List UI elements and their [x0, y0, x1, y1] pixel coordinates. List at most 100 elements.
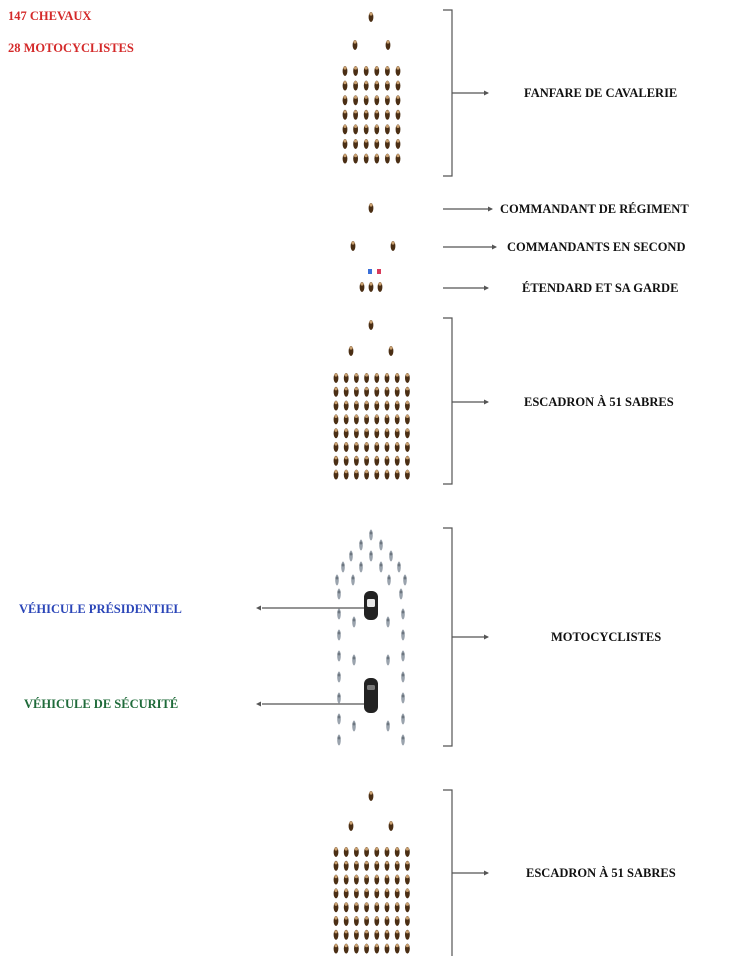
rider: [354, 400, 359, 411]
rider: [343, 874, 349, 885]
rider: [353, 153, 358, 164]
rider: [343, 442, 349, 452]
rider: [333, 442, 339, 452]
rider: [384, 428, 390, 439]
rider: [374, 373, 380, 383]
rider: [354, 943, 359, 954]
rider: [374, 860, 380, 871]
rider: [333, 414, 339, 425]
rider: [343, 386, 349, 397]
rider: [384, 916, 390, 926]
motorcycle: [386, 720, 390, 732]
rider: [394, 888, 400, 899]
rider: [354, 860, 359, 871]
motorcycle: [387, 574, 391, 586]
rider: [384, 943, 390, 954]
rider: [333, 943, 339, 954]
rider: [364, 916, 369, 926]
rider: [384, 902, 390, 913]
security-car: [364, 678, 378, 713]
escadron-1-riders-block: [333, 373, 410, 480]
motorcycle: [401, 608, 405, 620]
motorcycle: [369, 550, 373, 562]
rider: [364, 414, 369, 425]
rider: [384, 442, 390, 452]
rider: [384, 874, 390, 885]
rider: [342, 66, 348, 76]
rider: [342, 124, 348, 135]
rider: [333, 860, 339, 871]
motorcycle: [337, 692, 341, 704]
rider: [353, 109, 358, 120]
rider: [384, 929, 390, 940]
rider: [364, 455, 369, 466]
label-motocyclistes: MOTOCYCLISTES: [551, 630, 661, 644]
rider: [374, 66, 380, 76]
escadron-2-riders-block: [333, 847, 410, 954]
rider: [364, 400, 369, 411]
rider: [385, 139, 390, 149]
rider: [394, 874, 400, 885]
rider: [385, 80, 390, 91]
label-etendard: ÉTENDARD ET SA GARDE: [522, 281, 678, 295]
rider: [395, 139, 401, 149]
rider: [405, 414, 410, 425]
rider: [394, 373, 400, 383]
rider: [394, 929, 400, 940]
rider: [354, 442, 359, 452]
motorcycle: [386, 616, 390, 628]
rider: [374, 95, 380, 106]
rider: [364, 469, 369, 480]
rider: [394, 902, 400, 913]
fanfare-group: [342, 12, 401, 164]
rider: [333, 874, 339, 885]
rider: [353, 139, 358, 149]
rider: [343, 469, 349, 480]
motorcycle: [401, 671, 405, 683]
rider: [384, 469, 390, 480]
motorcycle: [397, 561, 401, 573]
rider: [405, 929, 410, 940]
rider: [384, 860, 390, 871]
rider: [394, 916, 400, 926]
rider: [343, 847, 349, 857]
rider: [333, 888, 339, 899]
rider: [374, 109, 380, 120]
rider: [333, 847, 339, 857]
rider: [395, 80, 401, 91]
rider: [364, 847, 369, 857]
motorcycle: [352, 720, 356, 732]
rider: [364, 888, 369, 899]
rider: [405, 916, 410, 926]
motorcycle: [351, 574, 355, 586]
rider: [364, 428, 369, 439]
rider: [342, 139, 348, 149]
rider: [405, 442, 410, 452]
rider: [384, 400, 390, 411]
rider: [364, 860, 369, 871]
standard-guard: [359, 269, 383, 292]
rider: [374, 469, 380, 480]
rider: [363, 124, 369, 135]
rider: [364, 902, 369, 913]
rider: [405, 902, 410, 913]
rider: [384, 386, 390, 397]
commandant-rider: [368, 203, 374, 213]
rider: [405, 469, 410, 480]
rider: [333, 455, 339, 466]
rider: [405, 874, 410, 885]
motorcycle: [369, 529, 373, 541]
escadron-2-bracket: [443, 789, 453, 956]
rider: [354, 916, 359, 926]
flag-red: [377, 269, 381, 274]
rider: [354, 902, 359, 913]
rider: [405, 847, 410, 857]
rider: [374, 153, 380, 164]
rider: [342, 109, 348, 120]
rider: [343, 400, 349, 411]
rider: [405, 373, 410, 383]
rider: [354, 428, 359, 439]
rider: [374, 929, 380, 940]
rider: [394, 400, 400, 411]
